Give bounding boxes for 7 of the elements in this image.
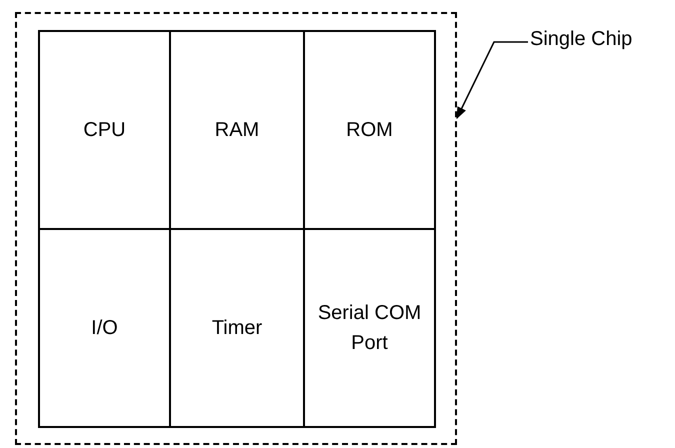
part-label: Single Chip — [530, 28, 632, 56]
block-cell: Serial COM Port — [303, 228, 436, 428]
block-cell: ROM — [303, 30, 436, 230]
leader-line — [456, 41, 528, 120]
block-cell: CPU — [38, 30, 171, 230]
block-cell: I/O — [38, 228, 171, 428]
chip-boundary — [15, 12, 457, 445]
